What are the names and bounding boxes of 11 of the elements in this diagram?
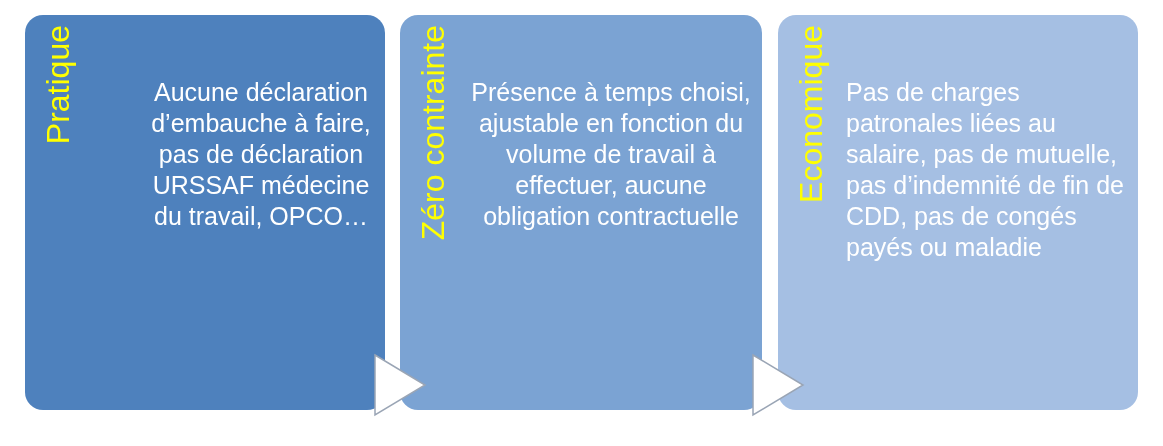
chevron-arrow (752, 354, 804, 416)
process-box (25, 15, 385, 410)
box-title: Economique (792, 25, 830, 205)
process-box (778, 15, 1138, 410)
box-description: Pas de charges patronales liées au salaire, pas de mutuelle, pas d’indemnité de fin de CDD, pas de congés payés ou maladie (846, 77, 1125, 263)
process-box (400, 15, 762, 410)
box-title: Pratique (39, 25, 77, 147)
box-description: Présence à temps choisi, ajustable en fonction du volume de travail à effectuer, aucune obligation contractuelle (470, 77, 752, 232)
box-description: Aucune déclaration d’embauche à faire, pas de déclaration URSSAF médecine du travail, OPCO… (150, 77, 372, 232)
chevron-arrow (374, 354, 426, 416)
box-title: Zéro contrainte (414, 25, 452, 243)
